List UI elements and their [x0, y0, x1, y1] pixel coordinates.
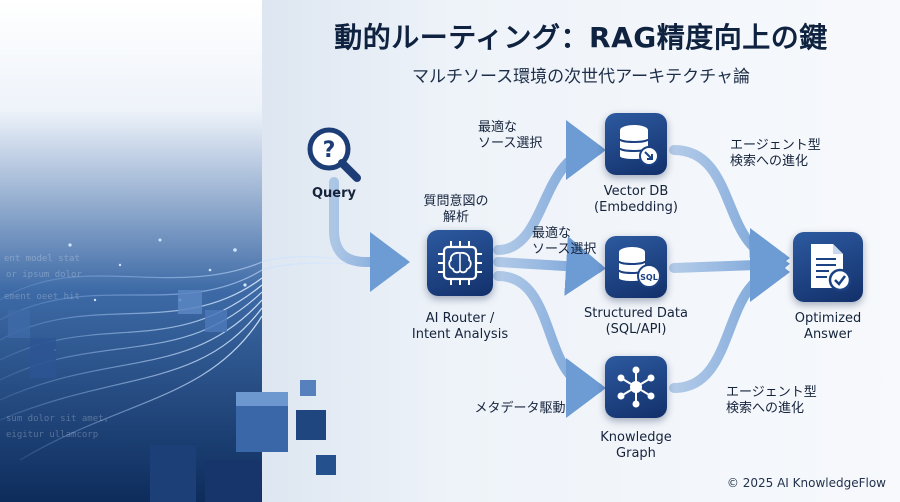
decorative-code-text: or ipsum dolor — [6, 270, 82, 280]
annotation-best-source-top: 最適なソース選択 — [478, 120, 543, 151]
optimized-answer-node — [793, 232, 863, 302]
annotation-agentic-bottom: エージェント型検索への進化 — [726, 385, 817, 416]
vector-db-label: Vector DB(Embedding) — [594, 184, 678, 215]
annotation-best-source-mid: 最適なソース選択 — [532, 226, 597, 257]
arrow-router-to-vector — [493, 120, 606, 255]
arrow-knowledge-to-answer — [669, 242, 790, 393]
query-label: Query — [311, 186, 356, 201]
router-node — [427, 230, 493, 296]
document-check-icon — [811, 244, 852, 292]
arrow-query-to-router — [329, 177, 410, 292]
decorative-code-text: sum dolor sit amet, — [6, 414, 109, 424]
database-sql-icon: SQL — [618, 247, 661, 288]
arrow-structured-to-answer — [669, 235, 790, 296]
decorative-code-text: eigitur ullamcorp — [6, 430, 99, 440]
knowledge-graph-node — [605, 356, 667, 418]
svg-text:?: ? — [323, 138, 336, 163]
structured-data-label: Structured Data(SQL/API) — [584, 306, 688, 337]
vector-db-node — [605, 113, 667, 175]
page-subtitle: マルチソース環境の次世代アーキテクチャ論 — [412, 67, 750, 87]
page-title: 動的ルーティング：RAG精度向上の鍵 — [334, 21, 828, 54]
decorative-code-text: ement oeet hit — [4, 292, 80, 302]
copyright-text: © 2025 AI KnowledgeFlow — [726, 476, 886, 490]
annotation-agentic-top: エージェント型検索への進化 — [730, 138, 821, 169]
network-graph-icon — [617, 366, 655, 408]
decorative-left-panel — [0, 0, 262, 502]
brain-chip-icon — [438, 241, 482, 285]
decorative-code-text: ent model stat — [4, 254, 80, 264]
sql-badge: SQL — [640, 273, 658, 282]
database-arrow-icon — [619, 125, 659, 166]
annotation-intent: 質問意図の解析 — [423, 194, 489, 225]
structured-data-node: SQL — [605, 236, 667, 298]
arrow-router-to-structured — [493, 236, 606, 297]
arrow-router-to-knowledge — [493, 271, 606, 418]
router-label: AI Router /Intent Analysis — [411, 311, 509, 342]
magnifier-question-icon: ? — [307, 127, 361, 182]
annotation-metadata: メタデータ駆動 — [474, 401, 566, 416]
